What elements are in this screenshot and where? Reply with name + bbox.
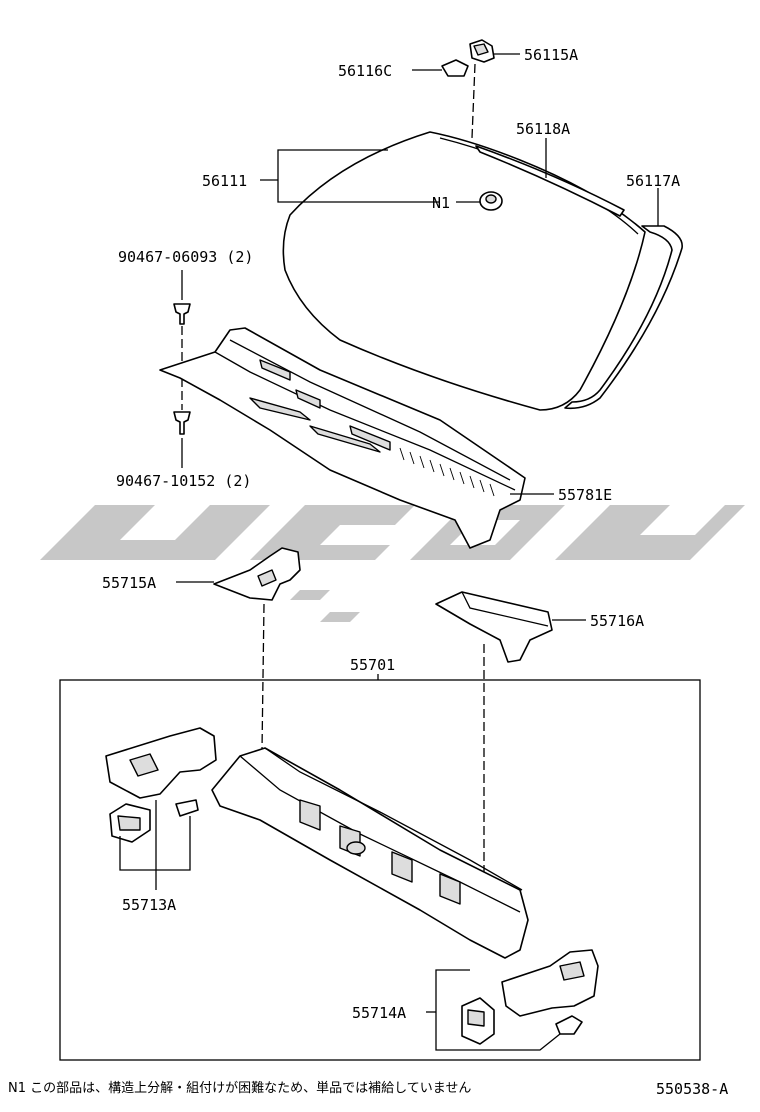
label-N1: N1 <box>432 194 450 212</box>
label-55701: 55701 <box>350 656 395 674</box>
windshield-glass <box>282 131 646 411</box>
clip-56116C <box>412 59 469 77</box>
watermark-logo <box>40 505 745 622</box>
cowl-panel <box>211 747 529 959</box>
moulding-56118A <box>475 138 625 217</box>
bracket-55714A <box>426 949 599 1051</box>
label-55714A: 55714A <box>352 1004 406 1022</box>
n1-part <box>456 191 503 211</box>
clip-56115A <box>469 39 520 63</box>
clip-90467-10152 <box>173 411 191 435</box>
label-55713A: 55713A <box>122 896 176 914</box>
label-56116C: 56116C <box>338 62 392 80</box>
footnote: N1 この部品は、構造上分解・組付けが困難なため、単品では補給していません <box>8 1080 471 1096</box>
moulding-56117A <box>564 188 683 410</box>
label-55715A: 55715A <box>102 574 156 592</box>
bracket-55715A <box>176 547 301 601</box>
bracket-55713A <box>105 727 217 890</box>
diagram-id: 550538-A <box>656 1080 728 1098</box>
label-56117A: 56117A <box>626 172 680 190</box>
label-55716A: 55716A <box>590 612 644 630</box>
label-55781E: 55781E <box>558 486 612 504</box>
clip-90467-06093 <box>173 303 191 325</box>
label-90467-06093: 90467-06093 (2) <box>118 248 253 266</box>
label-56115A: 56115A <box>524 46 578 64</box>
label-56111: 56111 <box>202 172 247 190</box>
assembly-box-55701 <box>59 679 701 1061</box>
bracket-55716A <box>435 591 586 663</box>
label-56118A: 56118A <box>516 120 570 138</box>
cowl-louver-55781E <box>159 327 554 549</box>
label-90467-10152: 90467-10152 (2) <box>116 472 251 490</box>
